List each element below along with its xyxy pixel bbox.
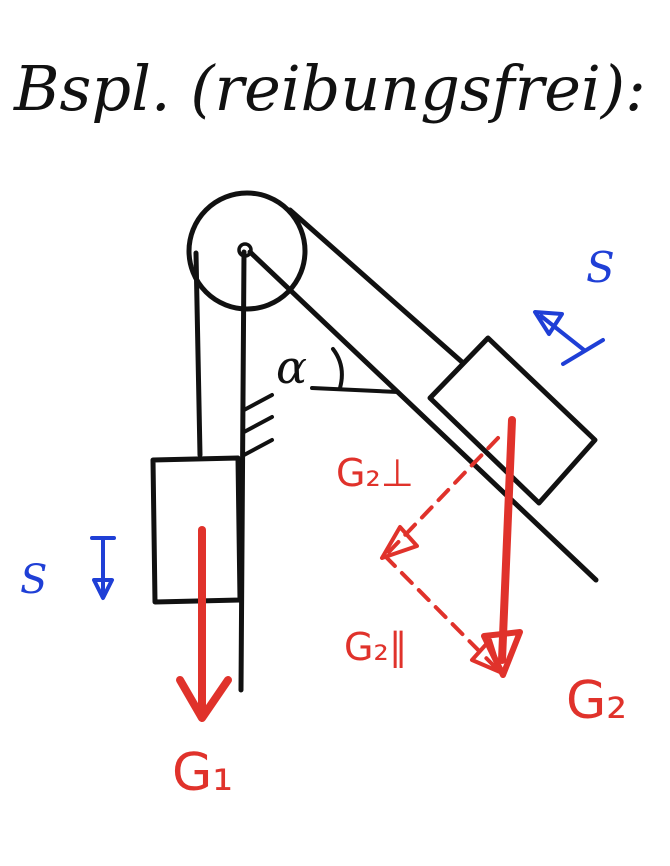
- g1-arrow-head: [176, 676, 232, 722]
- g1-label: G₁: [172, 743, 233, 803]
- incline-surface: [247, 249, 599, 583]
- weight-g1: G₁: [172, 526, 233, 803]
- incline-block: [427, 335, 598, 506]
- angle-arc: [331, 347, 344, 390]
- tension-right: S: [533, 243, 615, 366]
- rope-incline: [287, 207, 465, 365]
- component-g2-parallel: G₂∥: [344, 554, 502, 674]
- vertical-wall: [238, 249, 274, 693]
- g2-perp-arrow-head: [380, 525, 419, 560]
- tension-right-arrow: [533, 310, 605, 366]
- hanging-block: [150, 455, 243, 605]
- g2-perp-label: G₂⊥: [336, 451, 414, 495]
- tension-left-label: S: [20, 557, 47, 603]
- weight-g2: G₂: [481, 416, 627, 731]
- pulley-wheel: [186, 190, 308, 312]
- g2-par-arrow-head: [470, 638, 502, 674]
- g2-par-label: G₂∥: [344, 625, 408, 669]
- g2-perp-dashed-line: [383, 436, 500, 558]
- horizontal-reference-line: [310, 386, 400, 394]
- g2-label: G₂: [566, 671, 627, 731]
- rope-vertical: [193, 250, 203, 458]
- tension-right-label: S: [586, 243, 615, 292]
- tension-left: S: [20, 536, 116, 603]
- angle-alpha-label: α: [276, 340, 307, 394]
- diagram-title: Bspl. (reibungsfrei):: [13, 52, 646, 125]
- component-g2-perpendicular: G₂⊥: [336, 436, 500, 560]
- tension-left-arrow: [90, 536, 116, 600]
- g2-arrow-shaft: [498, 416, 516, 664]
